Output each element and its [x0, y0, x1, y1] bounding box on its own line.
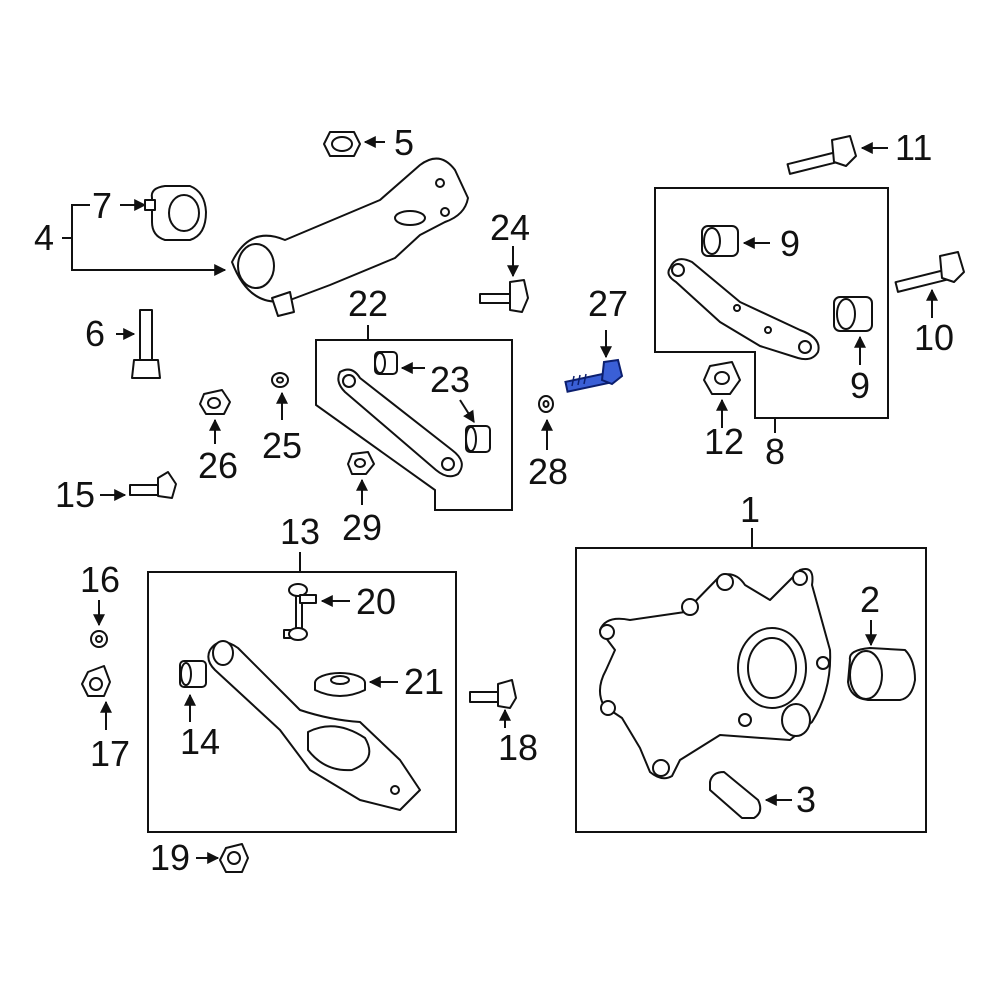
nut-icon — [347, 451, 375, 475]
label-20: 20 — [356, 581, 396, 622]
label-27: 27 — [588, 283, 628, 324]
group-box-22 — [315, 339, 513, 511]
lower-arm-icon — [207, 640, 421, 811]
label-26: 26 — [198, 445, 238, 486]
stabilizer-link-icon — [283, 583, 317, 641]
label-7: 7 — [92, 185, 112, 226]
label-13: 13 — [280, 511, 320, 552]
label-19: 19 — [150, 837, 190, 878]
nut-icon — [219, 843, 249, 873]
label-10: 10 — [914, 317, 954, 358]
spring-seat-icon — [314, 672, 366, 697]
label-11: 11 — [895, 127, 932, 168]
link-arm-icon — [337, 368, 463, 478]
nut-icon — [323, 131, 361, 157]
bushing-icon — [847, 647, 916, 701]
washer-icon — [538, 395, 554, 413]
knuckle-icon — [599, 568, 832, 780]
bolt-icon — [469, 679, 517, 709]
label-23: 23 — [430, 359, 470, 400]
label-8: 8 — [765, 431, 785, 472]
label-15: 15 — [55, 474, 95, 515]
label-12: 12 — [704, 421, 744, 462]
label-17: 17 — [90, 733, 130, 774]
label-16: 16 — [80, 559, 120, 600]
label-21: 21 — [404, 661, 444, 702]
bushing-icon — [144, 185, 207, 241]
label-9a: 9 — [780, 223, 800, 264]
washer-icon — [271, 372, 289, 388]
label-4: 4 — [34, 217, 54, 258]
nut-icon — [199, 389, 231, 415]
nut-icon — [81, 665, 111, 697]
control-arm-icon — [667, 258, 820, 361]
bolt-icon — [894, 251, 965, 293]
bushing-icon — [465, 425, 491, 453]
bushing-icon — [833, 296, 873, 332]
washer-icon — [90, 630, 108, 648]
bolt-icon — [709, 771, 762, 819]
label-1: 1 — [740, 489, 760, 530]
group-box-13 — [147, 571, 457, 833]
label-28: 28 — [528, 451, 568, 492]
label-3: 3 — [796, 779, 816, 820]
label-18: 18 — [498, 727, 538, 768]
label-2: 2 — [860, 579, 880, 620]
label-6: 6 — [85, 313, 105, 354]
group-box-8 — [654, 187, 889, 419]
bolt-icon — [131, 309, 161, 379]
bushing-icon — [374, 351, 398, 375]
label-14: 14 — [180, 721, 220, 762]
trailing-arm-icon — [231, 157, 469, 317]
bolt-icon — [479, 279, 529, 313]
label-29: 29 — [342, 507, 382, 548]
label-24: 24 — [490, 207, 530, 248]
bolt-icon — [786, 135, 857, 175]
bolt-icon — [129, 471, 177, 499]
nut-icon — [703, 361, 741, 395]
bushing-icon — [701, 225, 739, 257]
bolt-icon-highlighted — [564, 358, 624, 393]
bushing-icon — [179, 660, 207, 688]
label-9b: 9 — [850, 365, 870, 406]
label-22: 22 — [348, 283, 388, 324]
label-25: 25 — [262, 425, 302, 466]
label-5: 5 — [394, 122, 414, 163]
